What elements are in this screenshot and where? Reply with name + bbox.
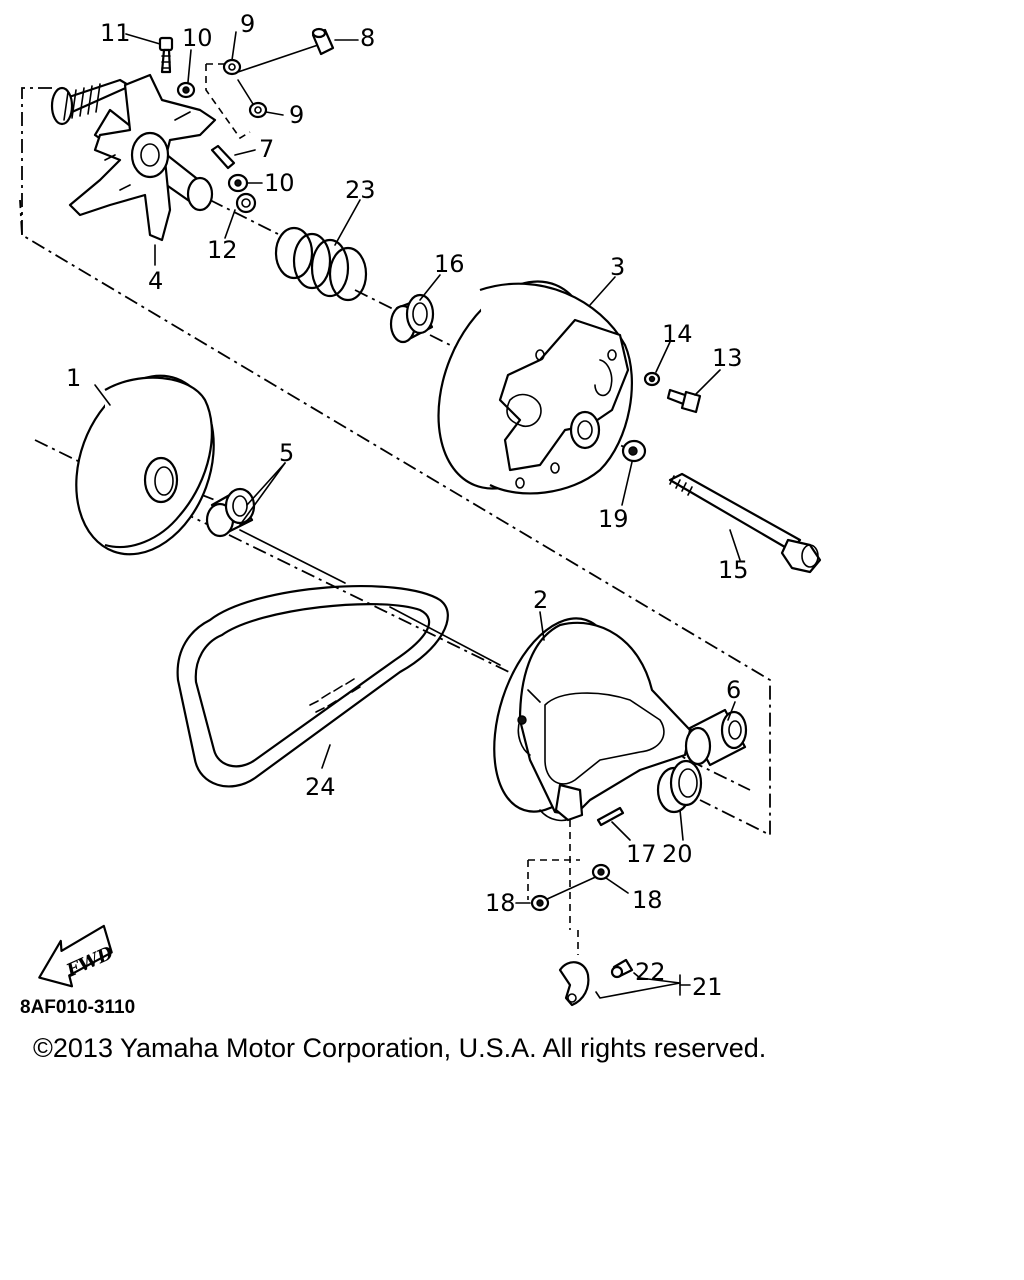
sleeve-and-ring-parts xyxy=(656,708,748,814)
label-1: 1 xyxy=(66,364,81,392)
label-24: 24 xyxy=(305,773,336,801)
bushing-part xyxy=(389,293,435,344)
label-6: 6 xyxy=(726,676,741,704)
small-hardware-parts xyxy=(158,27,335,214)
label-8: 8 xyxy=(360,24,375,52)
label-5: 5 xyxy=(279,439,294,467)
spring-part xyxy=(274,226,368,302)
diagram-code: 8AF010-3110 xyxy=(20,997,135,1018)
label-2: 2 xyxy=(533,586,548,614)
label-10b: 10 xyxy=(264,169,295,197)
label-21: 21 xyxy=(692,973,723,1001)
label-20: 20 xyxy=(662,840,693,868)
label-3: 3 xyxy=(610,253,625,281)
label-10a: 10 xyxy=(182,24,213,52)
label-11: 11 xyxy=(100,19,131,47)
label-18b: 18 xyxy=(632,886,663,914)
label-18a: 18 xyxy=(485,889,516,917)
assembly-axis-lines xyxy=(34,44,751,955)
label-13: 13 xyxy=(712,344,743,372)
label-23: 23 xyxy=(345,176,376,204)
label-15: 15 xyxy=(718,556,749,584)
label-14: 14 xyxy=(662,320,693,348)
secondary-sheave-part xyxy=(493,617,692,822)
copyright-notice: ©2013 Yamaha Motor Corporation, U.S.A. A… xyxy=(33,1033,766,1063)
forward-arrow-icon: FWD xyxy=(38,924,117,988)
bolt-and-washer-parts xyxy=(621,371,702,463)
fixed-sheave-part xyxy=(75,374,215,556)
label-17: 17 xyxy=(626,840,657,868)
label-19: 19 xyxy=(598,505,629,533)
part-labels: 11 10 9 8 9 7 10 23 12 4 16 3 14 13 1 5 … xyxy=(66,10,749,1001)
label-16: 16 xyxy=(434,250,465,278)
collar-part xyxy=(205,487,256,538)
label-7: 7 xyxy=(259,135,274,163)
long-bolt-part xyxy=(668,472,822,574)
spider-shaft-part xyxy=(50,73,217,242)
label-9a: 9 xyxy=(240,10,255,38)
movable-sheave-part xyxy=(437,280,633,495)
label-12: 12 xyxy=(207,236,238,264)
leader-lines xyxy=(94,31,741,904)
label-22: 22 xyxy=(635,958,666,986)
v-belt-part xyxy=(176,585,449,788)
assembly-frame xyxy=(19,87,771,837)
label-4: 4 xyxy=(148,267,163,295)
ramp-hardware-parts xyxy=(530,806,691,1007)
label-9b: 9 xyxy=(289,101,304,129)
